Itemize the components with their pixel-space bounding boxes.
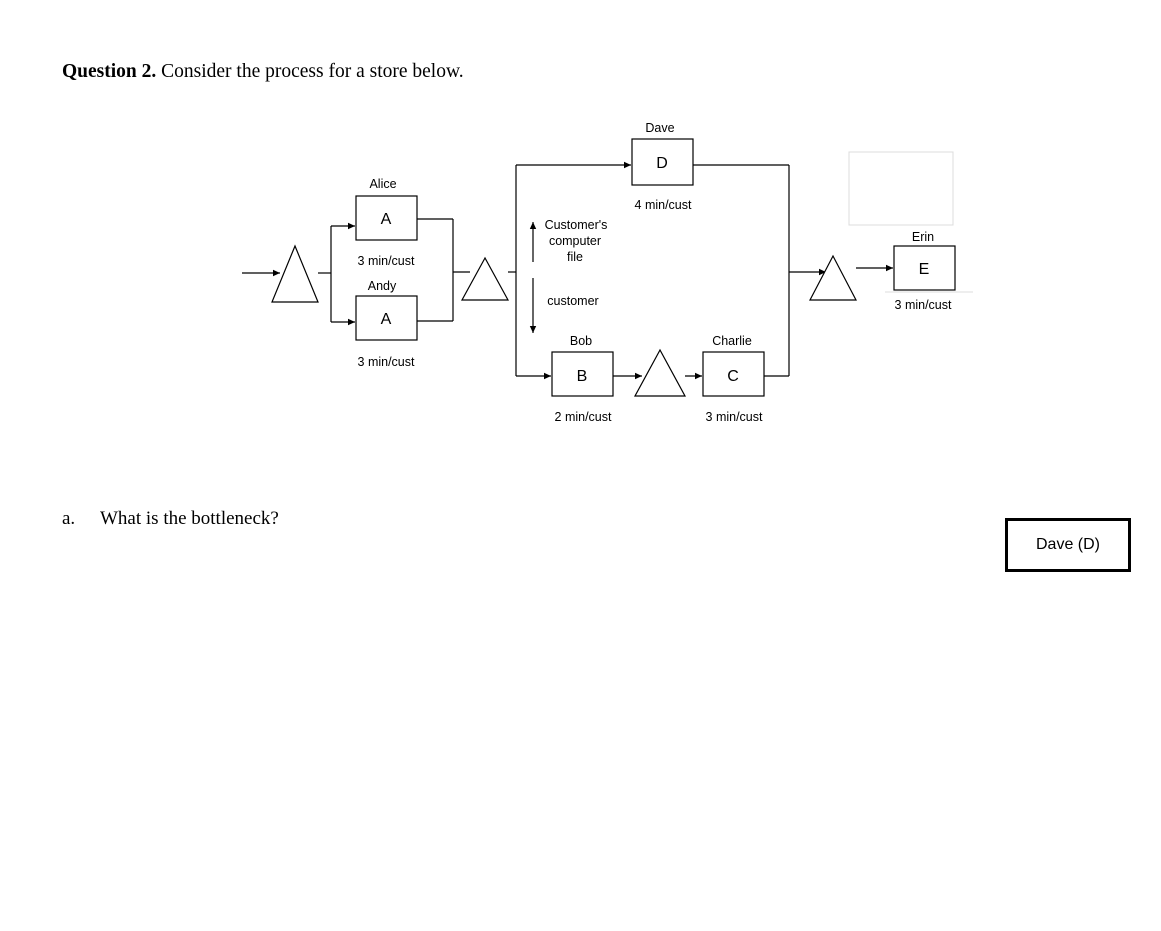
question-heading: Question 2. Consider the process for a s…	[62, 61, 464, 83]
dave-letter: D	[656, 155, 668, 172]
alice-rate: 3 min/cust	[358, 254, 415, 268]
charlie-name: Charlie	[712, 334, 752, 348]
andy-letter: A	[381, 311, 392, 328]
erin-letter: E	[919, 261, 930, 278]
file-label-line3: file	[567, 250, 583, 264]
inventory-triangle-2	[460, 256, 510, 301]
dave-name: Dave	[645, 121, 674, 135]
dave-box	[631, 138, 694, 186]
erin-name: Erin	[912, 230, 934, 244]
bob-name: Bob	[570, 334, 592, 348]
file-label-line1: Customer's	[545, 218, 608, 232]
inventory-triangle-3	[633, 348, 687, 397]
andy-name: Andy	[368, 279, 397, 293]
answer-text: Dave (D)	[1035, 536, 1100, 553]
bob-rate: 2 min/cust	[555, 410, 612, 424]
alice-name: Alice	[369, 177, 396, 191]
dave-rate: 4 min/cust	[635, 198, 692, 212]
bob-box	[551, 351, 614, 397]
alice-box	[355, 195, 418, 241]
bob-letter: B	[577, 368, 588, 385]
andy-box	[355, 295, 418, 341]
andy-rate: 3 min/cust	[358, 355, 415, 369]
blank-image-placeholder	[848, 151, 954, 226]
erin-box	[893, 245, 956, 291]
question-number: Question 2.	[62, 61, 157, 82]
charlie-rate: 3 min/cust	[706, 410, 763, 424]
question-text: Consider the process for a store below.	[156, 61, 464, 82]
alice-letter: A	[381, 211, 392, 228]
inventory-triangle-4	[809, 254, 857, 301]
answer-box[interactable]: Dave (D)	[1005, 518, 1131, 572]
erin-rate: 3 min/cust	[895, 298, 952, 312]
file-label-line2: computer	[549, 234, 601, 248]
charlie-letter: C	[727, 368, 739, 385]
customer-label: customer	[547, 294, 598, 308]
charlie-box	[702, 351, 765, 397]
part-a-letter: a.	[62, 508, 76, 529]
part-a-question: What is the bottleneck?	[100, 508, 279, 529]
inventory-triangle-1	[271, 244, 319, 303]
